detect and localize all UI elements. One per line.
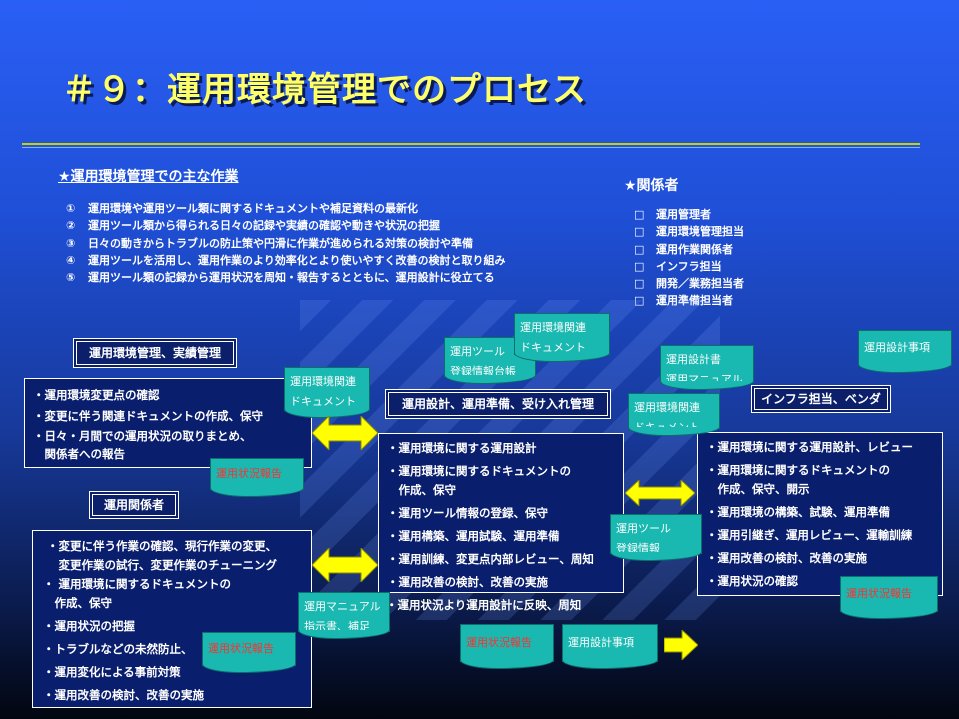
status-report-doc-1: 運用状況報告 bbox=[210, 458, 304, 497]
right-arrow-icon bbox=[664, 630, 698, 660]
task-line: ・運用環境に関するドキュメントの bbox=[706, 463, 890, 477]
task-line: ・変更に伴う作業の確認、現行作業の変更、 bbox=[47, 539, 277, 553]
design-prep-box: ・運用環境に関する運用設計 ・運用環境に関するドキュメントの 作成、保守 ・運用… bbox=[378, 433, 624, 593]
design-items-doc-bottom: 運用設計事項 bbox=[562, 624, 658, 669]
list-item: □運用準備担当者 bbox=[634, 292, 744, 309]
task-line: ・運用環境変更点の確認 bbox=[33, 388, 160, 402]
task-line: ・日々・月間での運用状況の取りまとめ、 bbox=[33, 429, 252, 443]
task-line: 変更作業の試行、変更作業のチューニング bbox=[47, 558, 277, 572]
task-line: ・運用ツール情報の登録、保守 bbox=[387, 506, 548, 520]
task-line: ・運用状況より運用設計に反映、周知 bbox=[386, 598, 582, 612]
task-line: ・運用改善の検討、改善の実施 bbox=[43, 688, 204, 702]
task-line: 作成、保守、開示 bbox=[706, 482, 810, 496]
double-arrow-icon bbox=[625, 480, 695, 506]
task-line: 作成、保守 bbox=[387, 483, 456, 497]
task-line: ・運用改善の検討、改善の実施 bbox=[387, 575, 548, 589]
main-tasks-heading: ★運用環境管理での主な作業 bbox=[58, 169, 239, 185]
task-line: 関係者への報告 bbox=[33, 447, 125, 461]
ops-staff-box: ・変更に伴う作業の確認、現行作業の変更、 変更作業の試行、変更作業のチューニング… bbox=[32, 530, 312, 708]
env-doc-2: 運用環境関連ドキュメント bbox=[514, 313, 610, 362]
status-report-doc-3: 運用状況報告 bbox=[460, 624, 554, 669]
task-line: ・運用変化による事前対策 bbox=[43, 665, 181, 679]
divider bbox=[22, 147, 920, 148]
env-doc-3: 運用環境関連ドキュメント bbox=[628, 393, 720, 436]
env-doc-1: 運用環境関連ドキュメント bbox=[284, 367, 370, 418]
task-line: ・運用訓練、変更点内部レビュー、周知 bbox=[387, 552, 594, 566]
tool-register-doc: 運用ツール登録情報台帳 bbox=[444, 337, 536, 384]
task-line: ・ 運用環境に関するドキュメントの bbox=[43, 577, 232, 591]
ops-staff-label: 運用関係者 bbox=[92, 494, 176, 516]
task-line: ・運用改善の検討、改善の実施 bbox=[706, 551, 867, 565]
design-items-doc-top: 運用設計事項 bbox=[858, 330, 952, 373]
task-line: ・運用環境に関する運用設計、レビュー bbox=[706, 440, 913, 454]
design-prep-label: 運用設計、運用準備、受け入れ管理 bbox=[388, 392, 608, 416]
design-manual-doc: 運用設計書運用マニュアル bbox=[660, 345, 754, 390]
env-management-box: ・運用環境変更点の確認 ・変更に伴う関連ドキュメントの作成、保守 ・日々・月間で… bbox=[24, 378, 312, 468]
double-arrow-icon bbox=[312, 416, 378, 450]
task-line: ・運用環境に関するドキュメントの bbox=[387, 464, 571, 478]
list-item: □開発／業務担当者 bbox=[634, 277, 744, 291]
task-line: ・運用環境に関する運用設計 bbox=[387, 441, 537, 455]
task-line: ・運用状況の把握 bbox=[43, 619, 135, 633]
task-line: 作成、保守 bbox=[43, 596, 112, 610]
infra-vendor-label: インフラ担当、ベンダ bbox=[754, 388, 888, 410]
status-report-doc-4: 運用状況報告 bbox=[840, 576, 938, 619]
double-arrow-icon bbox=[312, 548, 378, 582]
manual-instructions-doc: 運用マニュアル指示書、補足 bbox=[298, 592, 390, 639]
task-line: ・トラブルなどの未然防止、 bbox=[43, 642, 193, 656]
task-line: ・運用引継ぎ、運用レビュー、運輸訓練 bbox=[706, 528, 913, 542]
task-line: ・運用状況の確認 bbox=[706, 574, 798, 588]
task-line: ・運用環境の構築、試験、運用準備 bbox=[706, 505, 890, 519]
status-report-doc-2: 運用状況報告 bbox=[202, 632, 296, 673]
list-item: □運用作業関係者 bbox=[634, 242, 733, 256]
page-title: ＃９：運用環境管理でのプロセス bbox=[62, 70, 587, 110]
stakeholders-list: □運用管理者 □運用環境管理担当 □運用作業関係者 □インフラ担当 □開発／業務… bbox=[634, 206, 744, 310]
list-item: □運用管理者 bbox=[634, 208, 711, 221]
task-line: ・変更に伴う関連ドキュメントの作成、保守 bbox=[33, 409, 263, 423]
list-item: □運用環境管理担当 bbox=[634, 225, 744, 239]
stakeholders-heading: ★関係者 bbox=[624, 178, 679, 194]
infra-vendor-box: ・運用環境に関する運用設計、レビュー ・運用環境に関するドキュメントの 作成、保… bbox=[697, 432, 943, 596]
list-item: □インフラ担当 bbox=[634, 259, 722, 273]
divider bbox=[22, 143, 920, 145]
tool-info-doc: 運用ツール登録情報 bbox=[610, 514, 702, 561]
task-line: ・運用構築、運用試験、運用準備 bbox=[387, 529, 560, 543]
env-management-label: 運用環境管理、実績管理 bbox=[76, 341, 234, 365]
